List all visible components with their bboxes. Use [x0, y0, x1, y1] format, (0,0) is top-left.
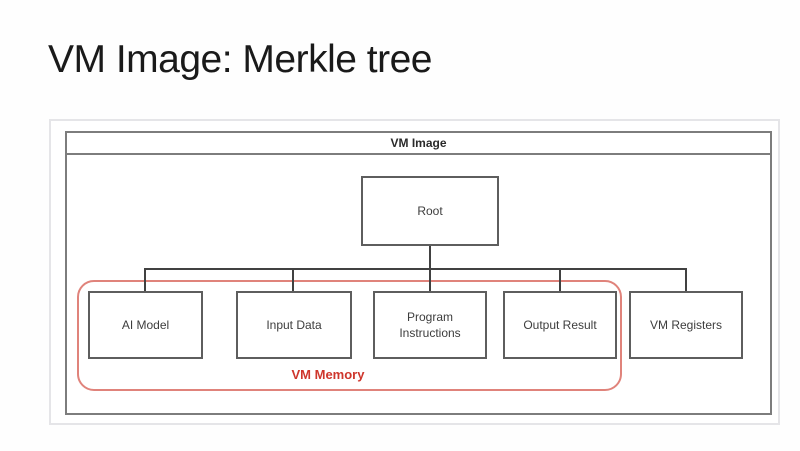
vm-memory-label: VM Memory — [291, 367, 365, 382]
node-root: Root — [361, 176, 499, 246]
node-input-data: Input Data — [236, 291, 352, 359]
connector-drop-ai-model — [144, 269, 146, 292]
node-ai-model: AI Model — [88, 291, 203, 359]
node-vm-registers: VM Registers — [629, 291, 743, 359]
node-output-result: Output Result — [503, 291, 617, 359]
vm-image-frame-label: VM Image — [390, 136, 447, 150]
connector-drop-output-result — [559, 269, 561, 292]
node-program-instructions: Program Instructions — [373, 291, 487, 359]
connector-bus — [144, 268, 687, 270]
connector-drop-input-data — [292, 269, 294, 292]
slide-title: VM Image: Merkle tree — [48, 38, 432, 81]
connector-drop-vm-registers — [685, 269, 687, 292]
vm-memory-group-outline — [77, 280, 622, 391]
vm-image-frame-header: VM Image — [67, 133, 770, 155]
